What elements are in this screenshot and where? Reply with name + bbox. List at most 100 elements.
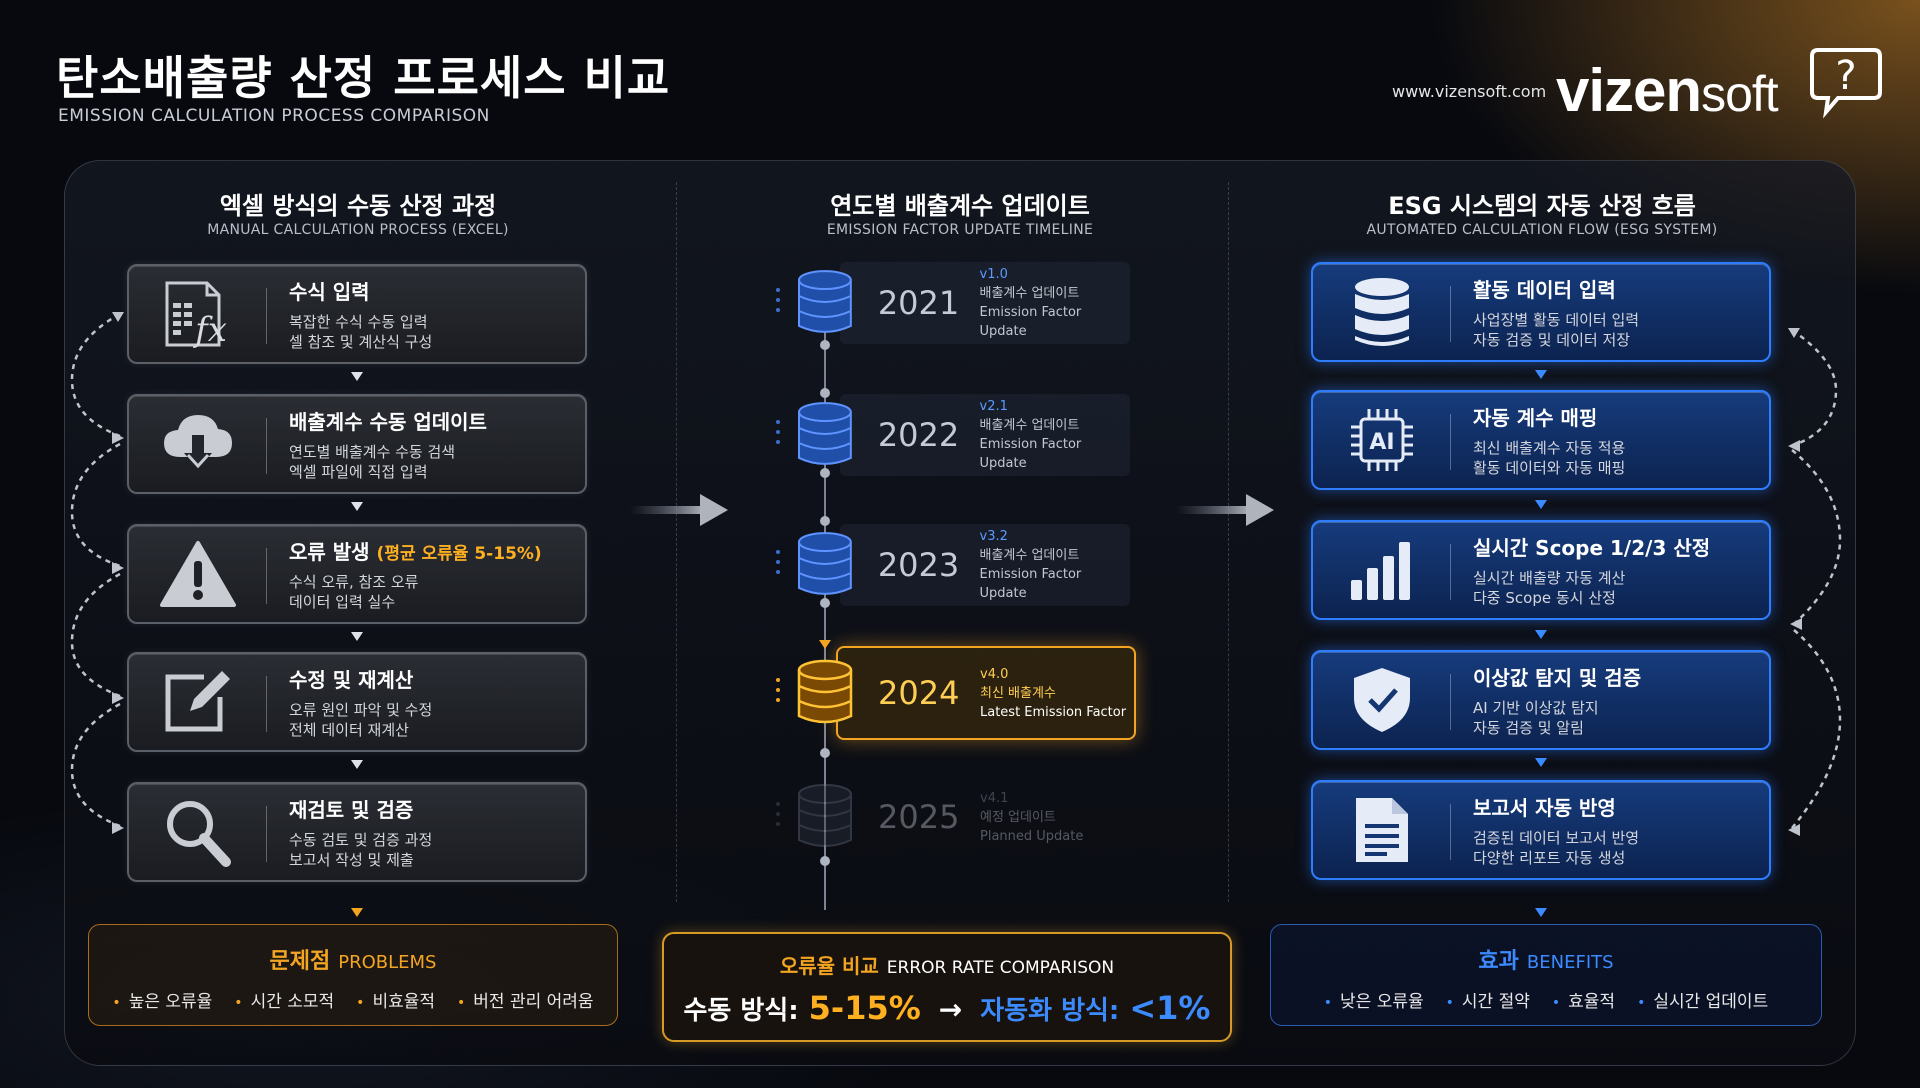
- error-compare-title-en: ERROR RATE COMPARISON: [886, 958, 1115, 978]
- brand-logo: vizensoft: [1556, 56, 1779, 125]
- timeline-version: v4.1: [980, 790, 1009, 806]
- auto-step-scope-calc: 실시간 Scope 1/2/3 산정 실시간 배출량 자동 계산 다중 Scop…: [1311, 520, 1771, 620]
- step-line: 오류 원인 파악 및 수정: [289, 701, 433, 719]
- timeline-label-ko: 배출계수 업데이트: [979, 286, 1080, 301]
- step-title: 실시간 Scope 1/2/3 산정: [1473, 536, 1711, 560]
- benefit-item: 시간 절약: [1446, 987, 1530, 1012]
- logo-main: vizen: [1556, 57, 1702, 124]
- auto-step-anomaly-detection: 이상값 탐지 및 검증 AI 기반 이상값 탐지 자동 검증 및 알림: [1311, 650, 1771, 750]
- auto-loop-arrows: [1788, 328, 1842, 836]
- database-icon: [797, 659, 853, 724]
- problem-item: 시간 소모적: [234, 987, 335, 1012]
- right-column-title: ESG 시스템의 자동 산정 흐름: [1388, 192, 1696, 220]
- cloud-download-icon: [164, 415, 232, 469]
- timeline-version: v4.0: [980, 666, 1009, 682]
- timeline-node: [820, 516, 830, 526]
- flow-arrow-icon: [1535, 758, 1547, 767]
- step-line: 최신 배출계수 자동 적용: [1473, 439, 1626, 457]
- comparison-arrow: →: [938, 993, 963, 1026]
- manual-step-fix-recalculate: 수정 및 재계산 오류 원인 파악 및 수정 전체 데이터 재계산: [127, 652, 587, 752]
- step-title: 수식 입력: [289, 280, 370, 304]
- timeline-item-2023: 2023 v3.2 배출계수 업데이트 Emission Factor Upda…: [776, 524, 1132, 606]
- page-title: 탄소배출량 산정 프로세스 비교: [56, 51, 671, 105]
- timeline-version: v3.2: [979, 529, 1008, 544]
- manual-loop-arrows: [70, 312, 124, 834]
- manual-step-formula-input: fx 수식 입력 복잡한 수식 수동 입력 셀 참조 및 계산식 구성: [127, 264, 587, 364]
- timeline-item-2025: 2025 v4.1 예정 업데이트 Planned Update: [776, 776, 1132, 858]
- timeline-node: [820, 598, 830, 608]
- step-title: 재검토 및 검증: [289, 798, 414, 822]
- timeline-node: [820, 340, 830, 350]
- step-title: 활동 데이터 입력: [1473, 278, 1616, 302]
- flow-right-arrow-icon: [1176, 494, 1274, 526]
- step-line: 다양한 리포트 자동 생성: [1473, 849, 1626, 867]
- timeline-node: [820, 856, 830, 866]
- website-link[interactable]: www.vizensoft.com: [1392, 82, 1547, 101]
- manual-step-review: 재검토 및 검증 수동 검토 및 검증 과정 보고서 작성 및 제출: [127, 782, 587, 882]
- error-rate-note: (평균 오류율 5-15%): [376, 544, 542, 564]
- step-line: 자동 검증 및 데이터 저장: [1473, 331, 1631, 349]
- step-line: 실시간 배출량 자동 계산: [1473, 569, 1626, 587]
- step-line: 다중 Scope 동시 산정: [1473, 589, 1616, 607]
- timeline-year: 2023: [877, 546, 960, 584]
- step-title: 배출계수 수동 업데이트: [289, 410, 487, 434]
- timeline-label-ko: 배출계수 업데이트: [979, 418, 1080, 433]
- step-line: 엑셀 파일에 직접 입력: [289, 463, 428, 481]
- left-column-subtitle: MANUAL CALCULATION PROCESS (EXCEL): [207, 222, 509, 238]
- flow-arrow-icon: [351, 502, 363, 511]
- logo-icon-glyph: ?: [1835, 53, 1856, 99]
- ai-chip-label: AI: [1369, 430, 1394, 455]
- flow-arrow-icon: [1535, 500, 1547, 509]
- manual-method-label: 수동 방식:: [683, 996, 799, 1026]
- step-line: 전체 데이터 재계산: [289, 721, 409, 739]
- warning-icon: [160, 541, 236, 607]
- spreadsheet-formula-icon: fx: [165, 281, 227, 349]
- step-line: 수동 검토 및 검증 과정: [289, 831, 433, 849]
- step-line: AI 기반 이상값 탐지: [1473, 699, 1599, 717]
- timeline-label-ko: 최신 배출계수: [980, 685, 1056, 701]
- timeline-node: [820, 468, 830, 478]
- timeline-item-2021: 2021 v1.0 배출계수 업데이트 Emission Factor Upda…: [776, 262, 1132, 344]
- column-divider-left: [676, 182, 677, 902]
- benefits-title-en: BENEFITS: [1526, 952, 1614, 973]
- step-title: 수정 및 재계산: [289, 668, 414, 692]
- timeline-version: v1.0: [979, 267, 1008, 282]
- problem-item: 버전 관리 어려움: [457, 987, 593, 1012]
- problem-item: 비효율적: [356, 987, 435, 1012]
- database-icon: [797, 402, 852, 465]
- step-title: 오류 발생: [289, 540, 370, 564]
- error-rate-comparison-box: 오류율 비교 ERROR RATE COMPARISON 수동 방식: 5-15%…: [662, 932, 1232, 1042]
- benefit-item: 실시간 업데이트: [1637, 987, 1768, 1012]
- magnifier-icon: [167, 801, 231, 867]
- step-line: 셀 참조 및 계산식 구성: [289, 333, 433, 351]
- step-title: 이상값 탐지 및 검증: [1473, 666, 1642, 690]
- flow-arrow-icon: [1535, 908, 1547, 917]
- database-icon: [798, 784, 852, 847]
- timeline-year: 2024: [878, 674, 960, 712]
- page-subtitle: EMISSION CALCULATION PROCESS COMPARISON: [58, 106, 490, 126]
- timeline-label-ko: 배출계수 업데이트: [979, 548, 1080, 563]
- middle-column-subtitle: EMISSION FACTOR UPDATE TIMELINE: [826, 222, 1094, 238]
- step-line: 연도별 배출계수 수동 검색: [289, 443, 456, 461]
- auto-step-report: 보고서 자동 반영 검증된 데이터 보고서 반영 다양한 리포트 자동 생성: [1311, 780, 1771, 880]
- right-column-subtitle: AUTOMATED CALCULATION FLOW (ESG SYSTEM): [1366, 222, 1718, 238]
- column-divider-right: [1228, 182, 1229, 902]
- problem-item: 높은 오류율: [112, 987, 213, 1012]
- timeline-arrow-icon: [819, 640, 831, 649]
- timeline-label-en: Emission Factor Update: [979, 305, 1082, 339]
- document-icon: [1356, 798, 1408, 862]
- ai-chip-icon: AI: [1351, 409, 1413, 471]
- timeline-year: 2025: [878, 798, 960, 836]
- timeline-item-2024: 2024 v4.0 최신 배출계수 Latest Emission Factor: [776, 646, 1136, 740]
- flow-arrow-icon: [351, 632, 363, 641]
- logo-soft: soft: [1701, 66, 1779, 122]
- timeline-label-en: Planned Update: [980, 828, 1084, 844]
- manual-method-value: 5-15%: [808, 989, 921, 1027]
- error-compare-title: 오류율 비교: [779, 954, 879, 978]
- step-line: 검증된 데이터 보고서 반영: [1473, 829, 1640, 847]
- flow-arrow-icon: [351, 908, 363, 917]
- edit-icon: [165, 671, 230, 732]
- auto-method-value: <1%: [1129, 989, 1211, 1027]
